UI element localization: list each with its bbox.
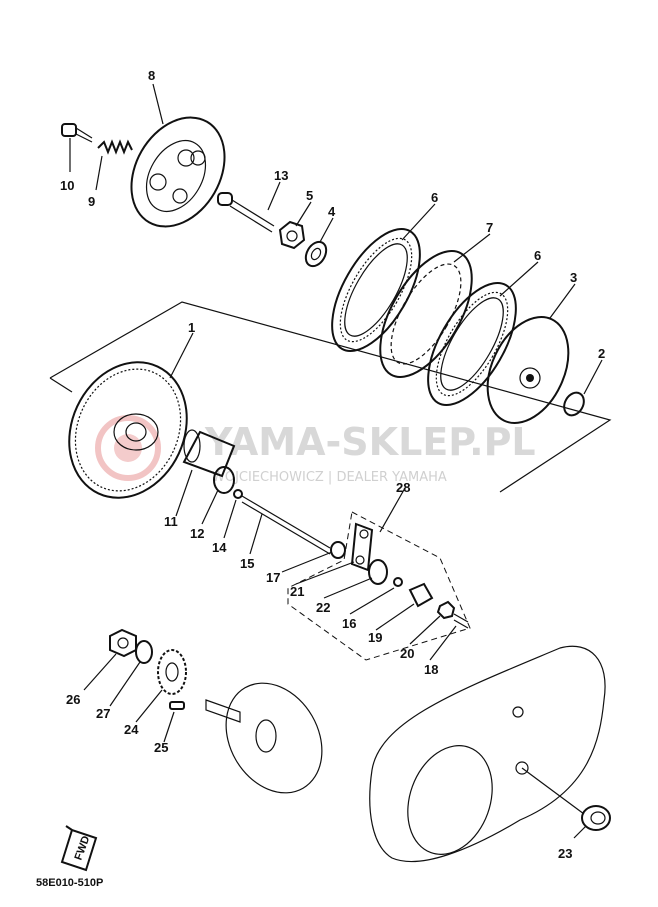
part-nut-26 <box>109 628 137 658</box>
part-adjuster-19 <box>408 582 434 608</box>
label-13: 13 <box>274 168 288 183</box>
label-7: 7 <box>486 220 493 235</box>
part-nut-5 <box>278 220 306 250</box>
label-17: 17 <box>266 570 280 585</box>
label-14: 14 <box>212 540 227 555</box>
watermark-brand: YAMA-SKLEP.PL <box>204 420 536 464</box>
part-circlip-2 <box>563 391 585 417</box>
part-washer-27 <box>135 640 153 664</box>
label-21: 21 <box>290 584 304 599</box>
part-bolt-10 <box>61 123 93 143</box>
label-25: 25 <box>154 740 168 755</box>
watermark-subtitle: WOJCIECHOWICZ | DEALER YAMAHA <box>212 470 447 485</box>
part-washer-4 <box>304 240 328 268</box>
part-adjuster-assembly-28 <box>287 511 471 661</box>
label-19: 19 <box>368 630 382 645</box>
label-16: 16 <box>342 616 356 631</box>
part-friction-plate-6a <box>331 227 421 353</box>
part-spring-9 <box>97 139 133 155</box>
part-washer-12 <box>213 466 235 494</box>
label-11: 11 <box>164 514 178 529</box>
part-clutch-plate-7 <box>379 250 473 378</box>
part-17 <box>330 541 346 559</box>
label-22: 22 <box>316 600 330 615</box>
crankshaft <box>205 682 323 794</box>
part-friction-plate-6b <box>427 281 517 407</box>
label-27: 27 <box>96 706 110 721</box>
part-push-rod-15 <box>241 495 331 555</box>
watermark: YAMA-SKLEP.PL WOJCIECHOWICZ | DEALER YAM… <box>95 415 536 485</box>
part-push-rod-13 <box>217 192 275 233</box>
label-23: 23 <box>558 846 572 861</box>
label-8: 8 <box>148 68 155 83</box>
part-bearing-22 <box>368 559 388 585</box>
part-screw-18 <box>453 613 469 629</box>
label-15: 15 <box>240 556 254 571</box>
label-24: 24 <box>124 722 139 737</box>
part-key-25 <box>169 701 185 710</box>
part-push-shaft-11 <box>182 429 236 478</box>
leader-lines <box>69 83 603 839</box>
label-20: 20 <box>400 646 414 661</box>
label-12: 12 <box>190 526 204 541</box>
part-lever-21 <box>350 522 374 572</box>
part-nut-20 <box>436 600 456 620</box>
label-6b: 6 <box>534 248 541 263</box>
part-oil-seal-23 <box>581 805 611 831</box>
label-3: 3 <box>570 270 577 285</box>
diagram-code: 58E010-510P <box>36 877 103 889</box>
crankcase-cover <box>369 645 606 863</box>
part-primary-driven-gear-1 <box>68 361 188 499</box>
part-labels: 8 10 9 13 5 4 6 7 6 3 2 1 11 12 14 15 17… <box>60 68 605 861</box>
fwd-arrow: FWD <box>60 825 98 872</box>
label-6a: 6 <box>431 190 438 205</box>
label-2: 2 <box>598 346 605 361</box>
label-5: 5 <box>306 188 313 203</box>
part-ball-14 <box>233 489 243 499</box>
label-10: 10 <box>60 178 74 193</box>
label-9: 9 <box>88 194 95 209</box>
part-ball-16 <box>393 577 403 587</box>
part-clutch-boss-3 <box>486 316 570 424</box>
label-1: 1 <box>188 320 195 335</box>
assembly-frame <box>49 301 612 493</box>
label-28: 28 <box>396 480 410 495</box>
label-4: 4 <box>328 204 336 219</box>
part-pressure-plate-8 <box>130 116 226 228</box>
part-primary-drive-gear-24 <box>157 649 187 695</box>
label-26: 26 <box>66 692 80 707</box>
label-18: 18 <box>424 662 438 677</box>
